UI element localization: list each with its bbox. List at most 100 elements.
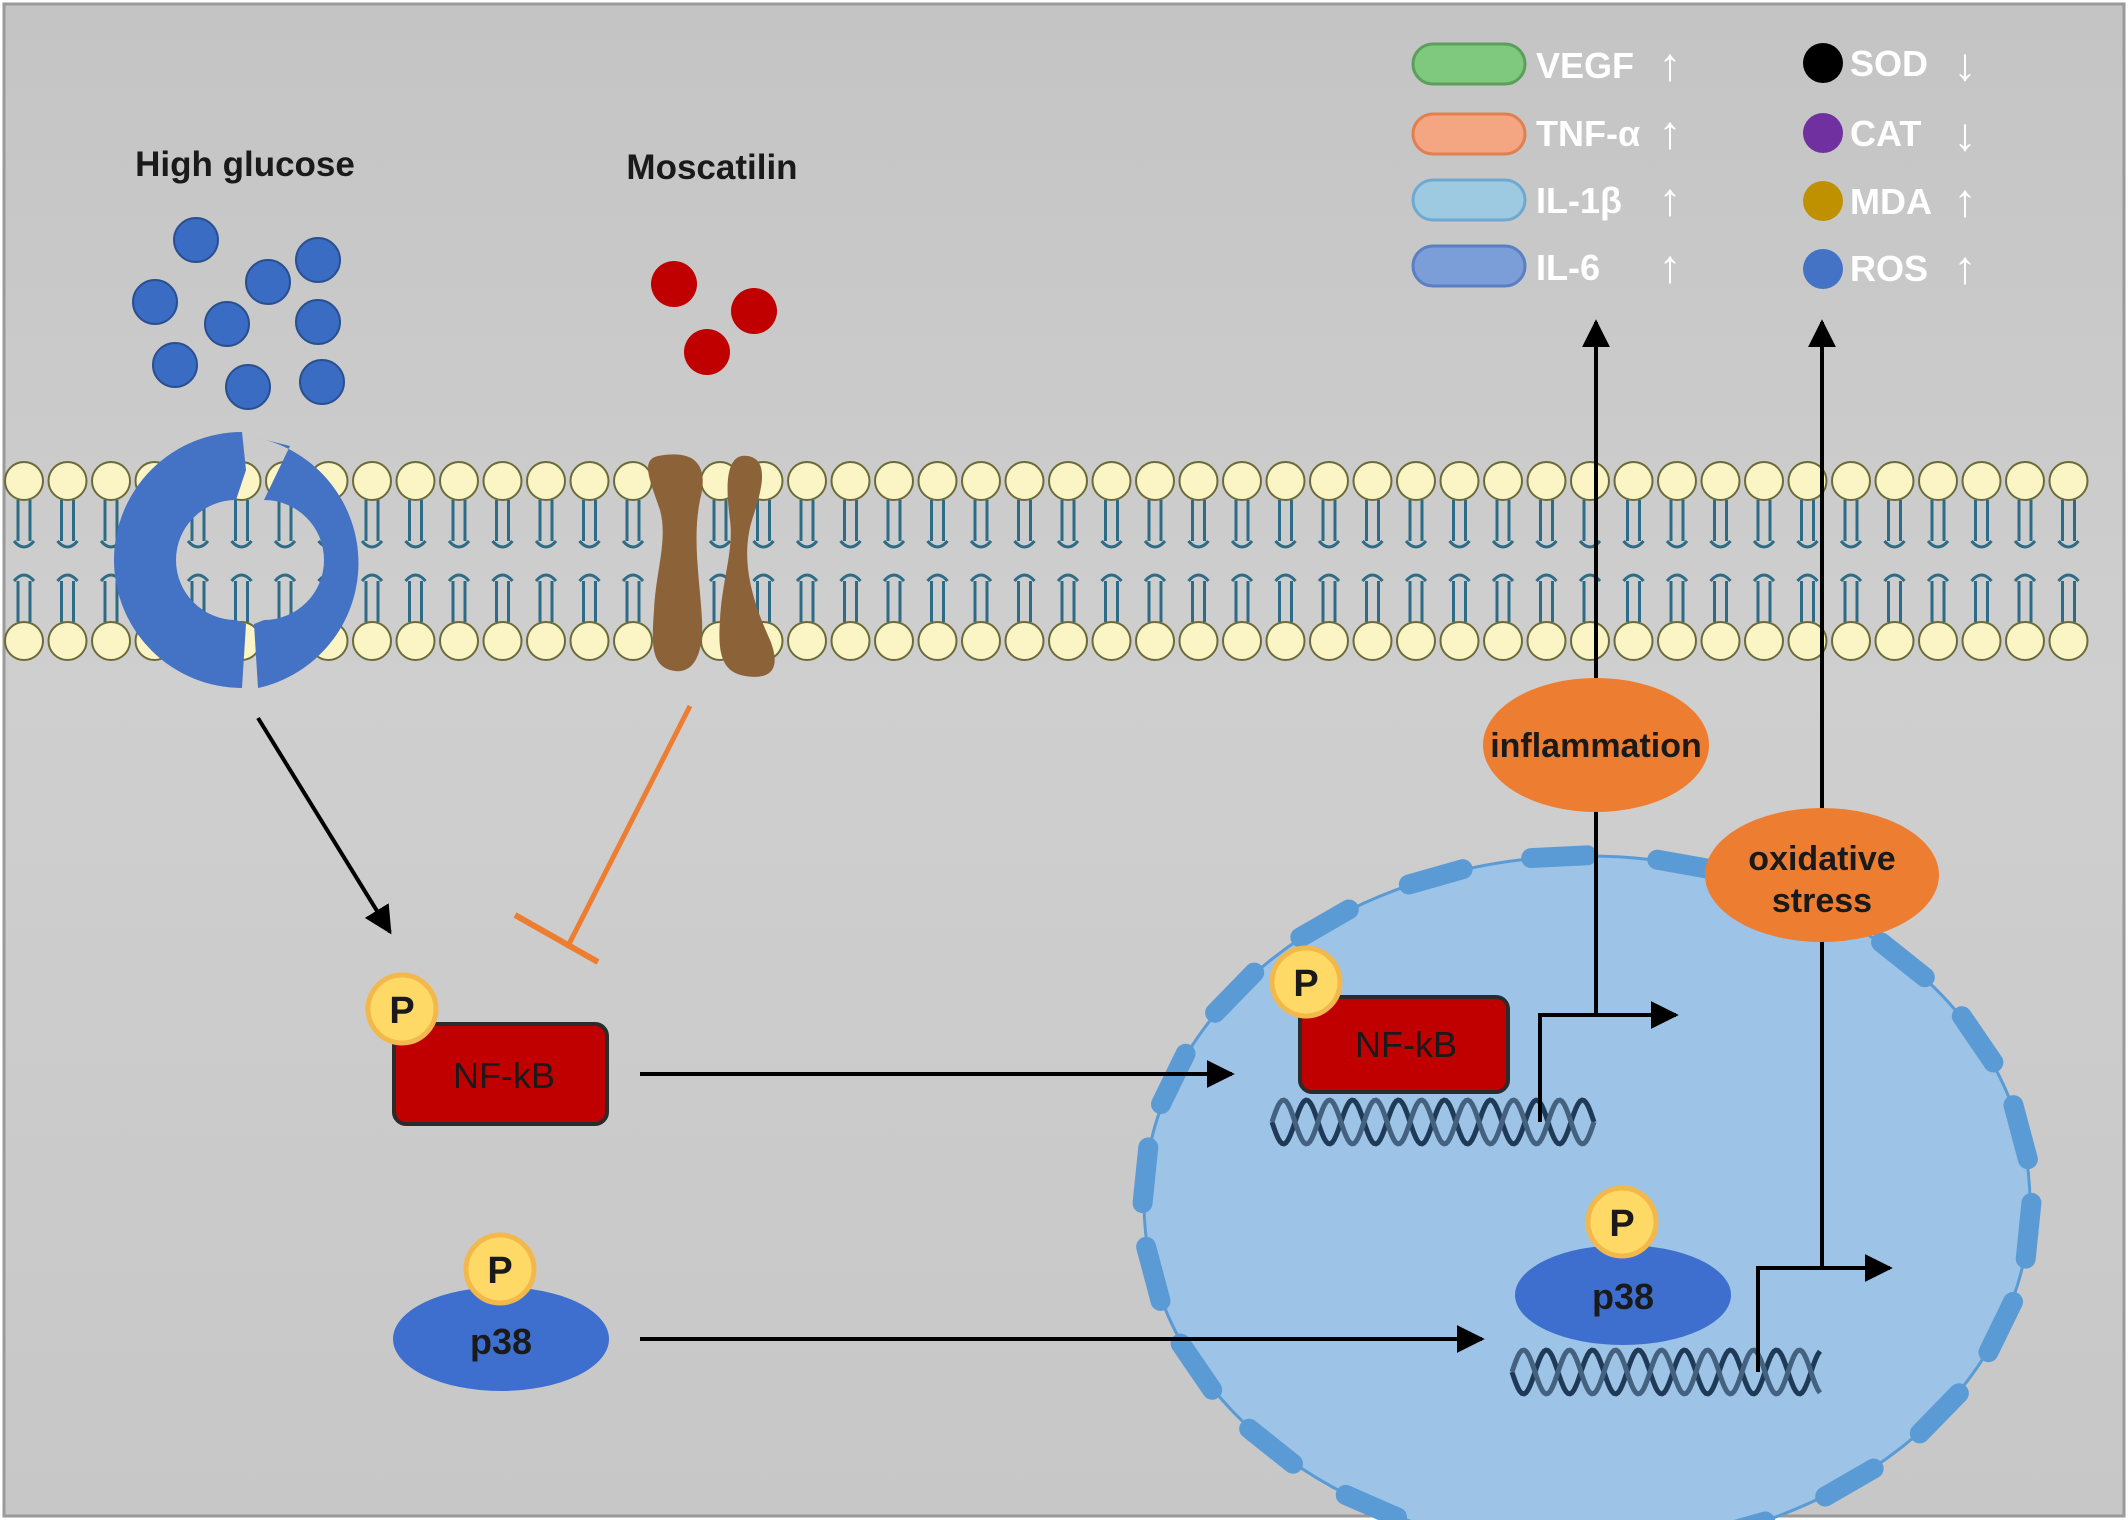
lipid-head: [1222, 621, 1262, 661]
lipid-tail: [1709, 500, 1732, 549]
lipid-head: [1744, 461, 1784, 501]
legend-label-il6: IL-6: [1536, 247, 1600, 288]
lipid-tail: [1926, 573, 1950, 622]
legend-arrow-il1b: ↑: [1659, 173, 1682, 225]
lipid-head: [1004, 461, 1045, 501]
lipid-tail: [1796, 500, 1819, 549]
lipid-tail: [1187, 500, 1210, 549]
lipid-tail: [1535, 573, 1558, 622]
lipid-tail: [578, 500, 601, 549]
lipid-head: [4, 621, 44, 661]
cytokine-legend: VEGF ↑ TNF-α ↑ IL-1β ↑ IL-6 ↑: [1411, 38, 1682, 292]
lipid-tail: [839, 500, 862, 549]
lipid-head: [1657, 461, 1697, 501]
cell-membrane: [4, 461, 2089, 661]
legend-dot-mda: [1803, 181, 1843, 221]
nuclear-pore: [1205, 962, 1265, 1023]
lipid-tail: [926, 500, 949, 549]
lipid-head: [1918, 461, 1958, 501]
lipid-tail: [12, 573, 36, 622]
lipid-tail: [1883, 573, 1906, 622]
lipid-tail: [1274, 573, 1297, 622]
lipid-tail: [1404, 573, 1428, 622]
lipid-head: [1222, 461, 1262, 501]
dna-strand-p38: [1509, 1347, 1823, 1397]
lipid-head: [91, 461, 131, 501]
nucleus-p38-phospho-label: P: [1609, 1203, 1634, 1245]
lipid-tail: [1622, 573, 1645, 622]
lipid-head: [1831, 621, 1871, 661]
lipid-head: [1787, 621, 1828, 661]
lipid-head: [1874, 461, 1915, 501]
glucose-molecule: [132, 279, 178, 325]
glucose-activation-arrow: [256, 716, 392, 935]
cytoplasm-p38-label: p38: [470, 1321, 532, 1362]
p38-transcription-arrow: [1756, 1254, 1893, 1372]
nuclear-pore: [1909, 1383, 1969, 1444]
lipid-tail: [1317, 573, 1341, 622]
lipid-head: [1961, 461, 2002, 501]
lipid-head: [1396, 621, 1436, 661]
lipid-head: [961, 461, 1001, 501]
legend-arrow-ros: ↑: [1954, 241, 1977, 293]
lipid-tail: [491, 573, 514, 622]
legend-item-il1b: IL-1β ↑: [1411, 173, 1682, 225]
cytoplasm-nfkb-label: NF-kB: [453, 1055, 555, 1096]
moscatilin-molecules: [651, 261, 777, 375]
legend-arrow-vegf: ↑: [1659, 38, 1682, 90]
lipid-head: [1744, 621, 1784, 661]
lipid-head: [917, 461, 958, 501]
glucose-molecule: [173, 217, 219, 263]
legend-label-mda: MDA: [1850, 181, 1932, 222]
legend-label-sod: SOD: [1850, 43, 1928, 84]
lipid-tail: [447, 500, 471, 549]
lipid-head: [526, 461, 566, 501]
legend-arrow-cat: ↓: [1954, 108, 1977, 160]
glucose-molecule: [299, 359, 345, 405]
lipid-head: [1135, 621, 1175, 661]
lipid-tail: [621, 500, 645, 549]
legend-arrow-tnf: ↑: [1659, 106, 1682, 158]
lipid-tail: [1926, 500, 1950, 549]
legend-label-vegf: VEGF: [1536, 45, 1634, 86]
glucose-molecule: [245, 259, 291, 305]
lipid-head: [1657, 621, 1697, 661]
lipid-head: [439, 621, 479, 661]
nuclear-pore: [1290, 899, 1359, 948]
lipid-head: [1831, 461, 1871, 501]
lipid-tail: [1752, 500, 1776, 549]
lipid-tail: [708, 500, 732, 549]
lipid-tail: [1013, 573, 1036, 622]
lipid-tail: [1970, 500, 1993, 549]
lipid-head: [2005, 461, 2045, 501]
nuclear-pore: [1170, 1333, 1223, 1400]
lipid-head: [1613, 461, 1654, 501]
lipid-head: [395, 621, 436, 661]
lipid-tail: [230, 500, 253, 549]
lipid-tail: [1883, 500, 1906, 549]
lipid-head: [1048, 621, 1088, 661]
legend-item-mda: MDA ↑: [1803, 174, 1977, 226]
glucose-molecule: [225, 364, 271, 410]
legend-swatch-vegf: [1411, 42, 1527, 86]
lipid-tail: [447, 573, 471, 622]
nfkb-transcription-arrow: [1538, 1001, 1679, 1122]
lipid-head: [1918, 621, 1958, 661]
nuclear-pore: [1335, 1484, 1408, 1520]
lipid-head: [787, 461, 827, 501]
moscatilin-inhibition-line: [513, 704, 693, 965]
nucleus-nfkb-label: NF-kB: [1355, 1024, 1457, 1065]
dna-backbone: [1269, 1097, 1597, 1147]
lipid-tail: [1404, 500, 1428, 549]
nuclear-pore: [1647, 849, 1723, 880]
lipid-head: [4, 461, 44, 501]
lipid-tail: [2013, 573, 2037, 622]
legend-dot-cat: [1803, 113, 1843, 153]
moscatilin-receptor-icon: [648, 454, 775, 677]
glucose-molecule: [295, 237, 341, 283]
lipid-head: [482, 461, 523, 501]
lipid-head: [1352, 621, 1393, 661]
lipid-head: [2048, 621, 2089, 661]
lipid-head: [787, 621, 827, 661]
nucleus-nfkb-phospho-label: P: [1293, 963, 1318, 1005]
